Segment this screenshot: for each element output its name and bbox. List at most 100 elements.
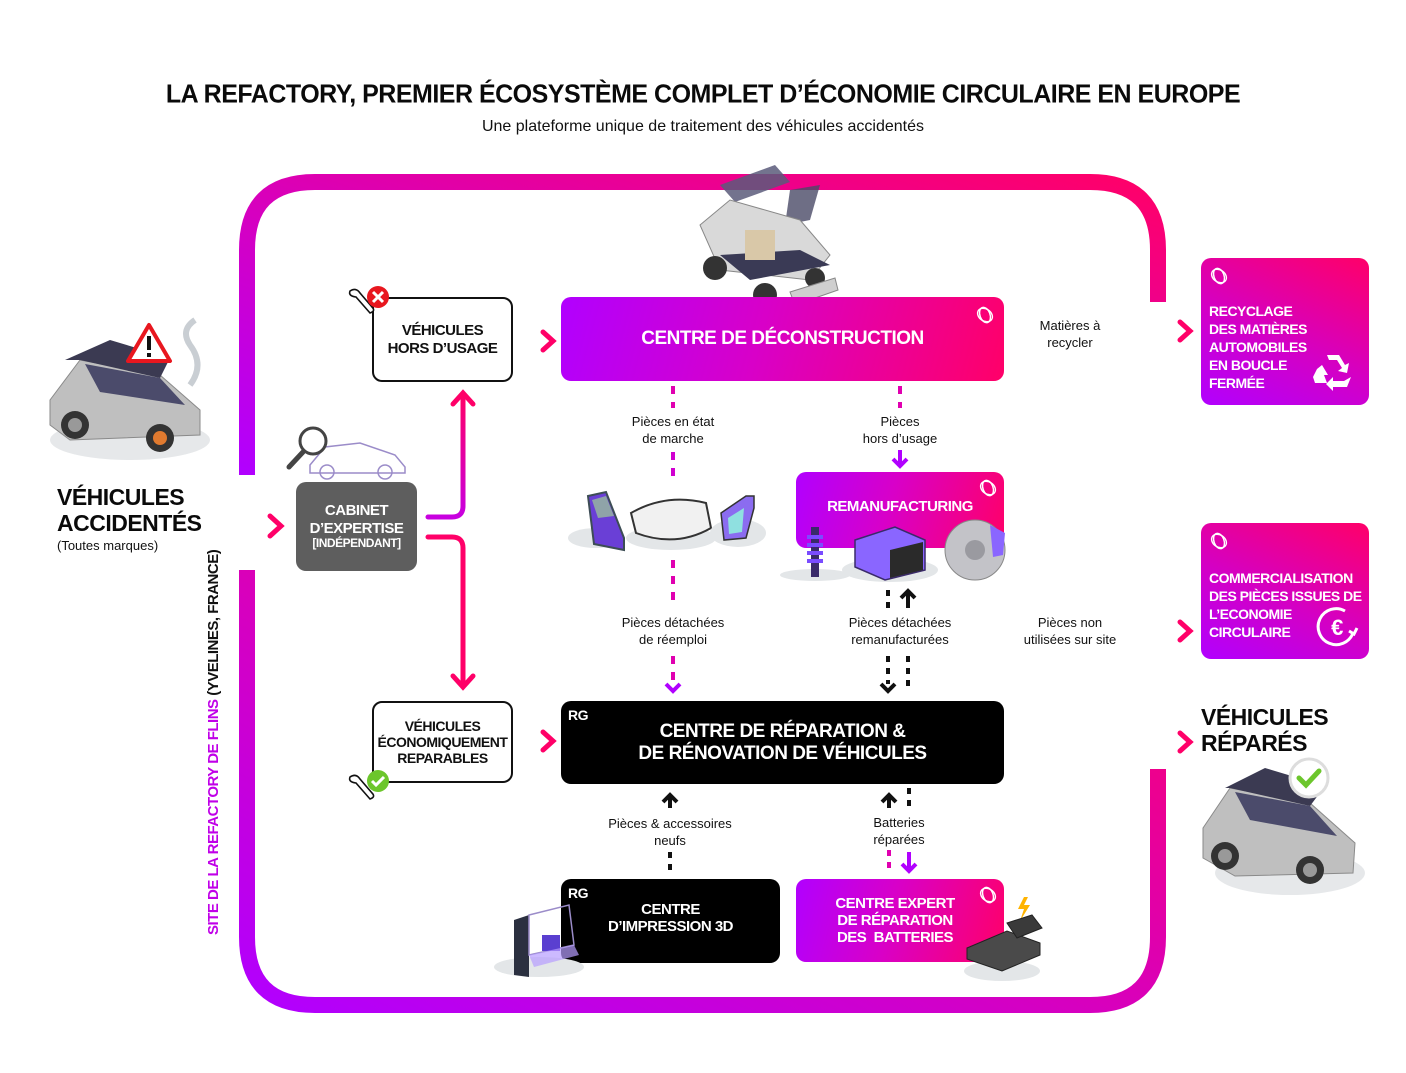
label-line: Pièces détachées — [848, 615, 952, 630]
rg-badge: RG — [568, 885, 589, 901]
site-label-location: (YVELINES, FRANCE) — [205, 549, 222, 696]
site-frame — [239, 174, 1166, 1013]
label-line: réparées — [873, 832, 925, 847]
label-pieces-etat-marche: Pièces en état de marche — [605, 413, 741, 447]
reparables-line3: REPARABLES — [397, 750, 488, 767]
arrow-batteries-to-reparation — [880, 788, 918, 874]
deconstruction-label: CENTRE DE DÉCONSTRUCTION — [641, 328, 924, 350]
refactory-logo-icon — [979, 886, 997, 904]
label-line: Pièces non — [1037, 615, 1103, 630]
magnifier-car-icon — [285, 425, 410, 480]
recyclage-line: FERMÉE — [1209, 375, 1265, 391]
battery-illustration — [962, 893, 1047, 983]
recyclage-line: RECYCLAGE — [1209, 303, 1293, 319]
node-vehicules-hors-usage[interactable]: VÉHICULES HORS D’USAGE — [372, 297, 513, 382]
repaired-car-illustration — [1195, 757, 1365, 903]
refactory-logo-icon — [979, 479, 997, 497]
batteries-line3: DES BATTERIES — [836, 929, 954, 947]
remanufactured-parts-illustration — [775, 515, 1010, 585]
batteries-line1: CENTRE EXPERT — [835, 894, 955, 912]
input-title: VÉHICULES ACCIDENTÉS — [57, 484, 202, 536]
label-pieces-reemploi: Pièces détachées de réemploi — [598, 614, 748, 648]
page-subtitle: Une plateforme unique de traitement des … — [481, 118, 925, 135]
arrow-cabinet-to-hors-usage — [425, 389, 476, 520]
page-title: LA REFACTORY, PREMIER ÉCOSYSTÈME COMPLET… — [165, 79, 1241, 109]
input-title-line2: ACCIDENTÉS — [57, 510, 202, 536]
arrow-reparables-to-reparation — [517, 729, 557, 753]
output-recyclage[interactable]: RECYCLAGE DES MATIÈRES AUTOMOBILES EN BO… — [1201, 258, 1369, 405]
label-line: Pièces & accessoires — [608, 816, 732, 831]
wrench-cross-icon — [348, 286, 389, 314]
commercialisation-line: L’ECONOMIE — [1209, 606, 1292, 622]
reparables-line2: ÉCONOMIQUEMENT — [377, 733, 508, 750]
arrow-neufs-to-reparation — [661, 792, 679, 872]
label-line: Batteries — [873, 815, 925, 830]
label-line: recycler — [1047, 335, 1093, 350]
impression-line2: D’IMPRESSION 3D — [607, 918, 734, 936]
commercialisation-line: CIRCULAIRE — [1209, 624, 1291, 640]
dashed-line-remanufacturees — [879, 588, 917, 694]
arrow-accidentes-to-cabinet — [187, 513, 285, 539]
recyclage-line: AUTOMOBILES — [1209, 339, 1307, 355]
label-matieres-recycler: Matières à recycler — [1010, 317, 1130, 351]
label-pieces-hors-usage: Pièces hors d’usage — [832, 413, 968, 447]
arrow-to-recyclage — [1129, 319, 1194, 343]
hors-usage-line2: HORS D’USAGE — [387, 339, 498, 357]
impression-line1: CENTRE — [641, 901, 700, 918]
input-note: (Toutes marques) — [57, 538, 159, 553]
label-line: de marche — [642, 431, 704, 446]
node-cabinet-expertise[interactable]: CABINET D’EXPERTISE [INDÉPENDANT] — [296, 482, 417, 571]
arrowhead-reemploi — [664, 682, 682, 694]
label-batteries-reparees: Batteries réparées — [849, 814, 949, 848]
arrow-to-remanufacturing — [891, 450, 909, 469]
svg-text:€: € — [1331, 615, 1343, 640]
label-line: utilisées sur site — [1023, 632, 1117, 647]
repares-line1: VÉHICULES — [1201, 704, 1329, 730]
refactory-logo-icon — [1210, 532, 1228, 550]
label-line: Pièces — [880, 414, 920, 429]
refactory-logo-icon — [976, 306, 994, 324]
reparation-line2: DE RÉNOVATION DE VÉHICULES — [638, 742, 927, 764]
recyclage-line: EN BOUCLE — [1209, 357, 1287, 373]
arrow-hors-usage-to-deconstruction — [517, 329, 557, 353]
3d-printer-illustration — [494, 904, 584, 980]
wrench-check-icon — [348, 770, 389, 800]
commercialisation-line: DES PIÈCES ISSUES DE — [1209, 588, 1362, 604]
input-title-line1: VÉHICULES — [57, 484, 185, 510]
output-commercialisation[interactable]: COMMERCIALISATION DES PIÈCES ISSUES DE L… — [1201, 523, 1369, 659]
batteries-line2: DE RÉPARATION — [837, 911, 953, 929]
label-line: hors d’usage — [862, 431, 938, 446]
commercialisation-line: COMMERCIALISATION — [1209, 570, 1353, 586]
euro-cycle-icon: € — [1316, 607, 1359, 647]
site-label-name: SITE DE LA REFACTORY DE FLINS — [205, 699, 222, 935]
cabinet-line3: [INDÉPENDANT] — [312, 535, 401, 550]
deconstructed-car-illustration — [690, 160, 840, 310]
node-centre-impression-3d[interactable]: RG CENTRE D’IMPRESSION 3D — [561, 879, 780, 963]
label-line: Matières à — [1039, 318, 1101, 333]
node-centre-deconstruction[interactable]: CENTRE DE DÉCONSTRUCTION — [561, 297, 1004, 381]
label-line: Pièces en état — [631, 414, 715, 429]
lightning-icon — [1018, 897, 1030, 921]
label-pieces-non-utilisees: Pièces non utilisées sur site — [1005, 614, 1135, 648]
check-circle-icon — [1288, 757, 1330, 799]
arrow-to-commercialisation — [1129, 619, 1194, 643]
car-icon — [49, 317, 210, 460]
label-line: remanufacturées — [851, 632, 949, 647]
node-vehicules-reparables[interactable]: VÉHICULES ÉCONOMIQUEMENT REPARABLES — [372, 701, 513, 783]
reused-parts-illustration — [566, 488, 766, 558]
label-line: neufs — [654, 833, 686, 848]
warning-triangle-icon — [126, 323, 172, 363]
arrow-cabinet-to-reparables — [425, 534, 476, 691]
repares-line2: RÉPARÉS — [1201, 730, 1308, 756]
node-centre-reparation[interactable]: RG CENTRE DE RÉPARATION & DE RÉNOVATION … — [561, 701, 1004, 784]
reparation-line1: CENTRE DE RÉPARATION & — [659, 720, 906, 742]
recycle-icon — [1313, 355, 1351, 391]
cabinet-line1: CABINET — [324, 502, 389, 520]
frame-segment-bottom — [239, 570, 1166, 1013]
output-vehicules-repares: VÉHICULES RÉPARÉS — [1201, 704, 1329, 756]
arrow-to-vehicules-repares — [1011, 730, 1194, 754]
refactory-logo-icon — [1210, 267, 1228, 285]
reparables-line1: VÉHICULES — [404, 717, 481, 734]
hors-usage-line1: VÉHICULES — [401, 322, 484, 340]
